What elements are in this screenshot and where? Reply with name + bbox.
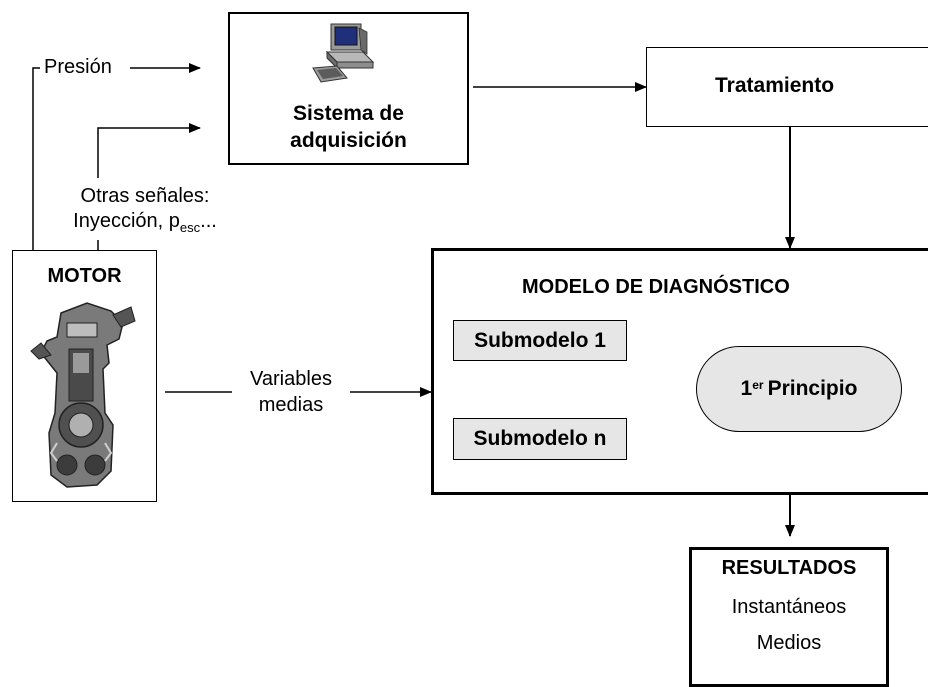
acquisition-title: Sistema de adquisición	[230, 100, 467, 154]
results-line1: Instantáneos	[731, 596, 847, 618]
engine-icon	[30, 302, 136, 488]
submodel-n-box: Submodelo n	[453, 418, 627, 460]
principle-prefix: 1	[740, 377, 753, 400]
motor-title: MOTOR	[47, 265, 122, 287]
treatment-label: Tratamiento	[715, 74, 835, 97]
variables-line2: medias	[258, 394, 324, 416]
acquisition-system-box: Sistema de adquisición	[228, 12, 469, 165]
other-signals-line2: Inyección, pesc...	[73, 210, 217, 235]
pressure-line	[32, 67, 40, 250]
subscript-esc: esc	[179, 220, 201, 235]
other-signals-label: Otras señales: Inyección, pesc...	[50, 184, 240, 240]
model-title: MODELO DE DIAGNÓSTICO	[522, 276, 790, 298]
principle-superscript: er	[752, 378, 764, 392]
submodel-1-box: Submodelo 1	[453, 320, 627, 361]
pressure-label: Presión	[44, 56, 112, 78]
other-signals-line1: Otras señales:	[80, 185, 210, 207]
other-signals-line	[97, 123, 201, 178]
acquisition-line2: adquisición	[290, 129, 407, 152]
results-box: RESULTADOS Instantáneos Medios	[689, 547, 889, 687]
principle-label: Principio	[767, 377, 858, 400]
results-title: RESULTADOS	[721, 557, 857, 579]
motor-box: MOTOR	[12, 250, 157, 502]
acquisition-line1: Sistema de	[293, 102, 404, 125]
results-line2: Medios	[756, 632, 822, 654]
treatment-box: Tratamiento	[646, 47, 928, 127]
variables-label: Variables medias	[232, 366, 350, 418]
variables-line1: Variables	[250, 368, 332, 390]
computer-icon	[312, 23, 375, 83]
